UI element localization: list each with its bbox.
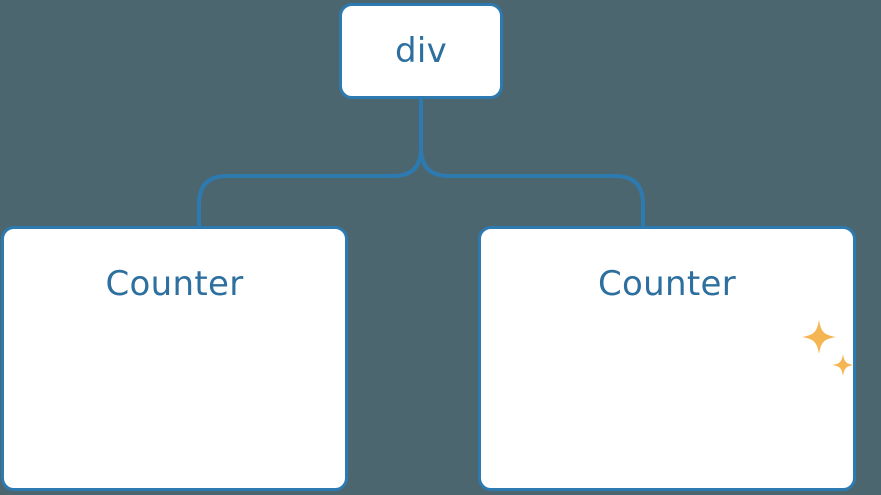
node-root-label: div bbox=[394, 31, 448, 71]
node-root-div[interactable]: div bbox=[339, 3, 503, 99]
node-counter-left[interactable]: Counter bbox=[1, 226, 348, 491]
node-counter-right[interactable]: Counter bbox=[478, 226, 856, 491]
node-counter-right-title: Counter bbox=[598, 264, 736, 304]
node-counter-left-title: Counter bbox=[105, 264, 244, 304]
